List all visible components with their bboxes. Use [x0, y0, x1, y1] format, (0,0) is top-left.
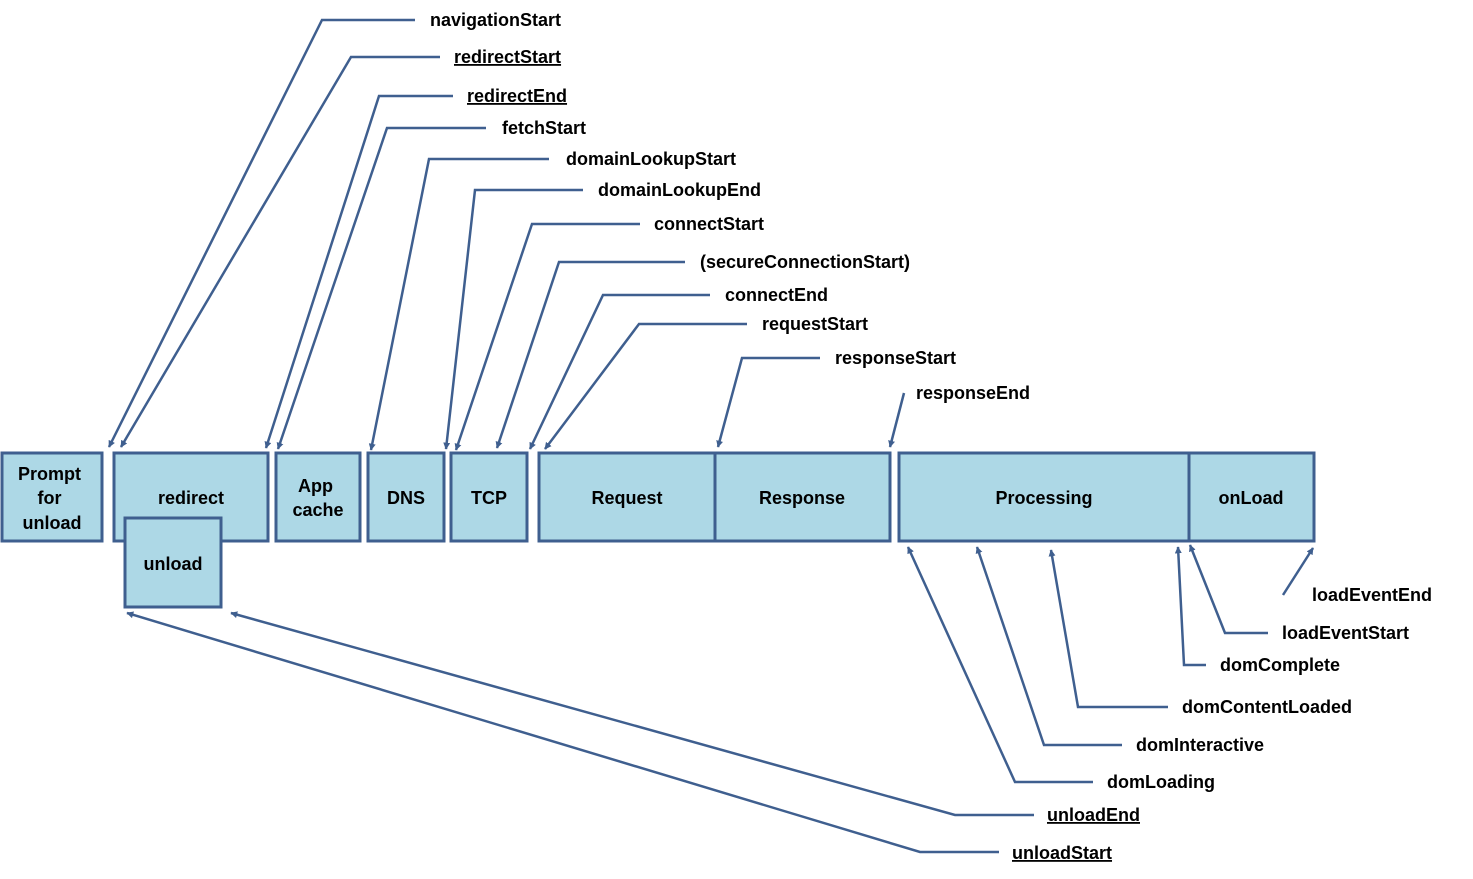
label-unload-start: unloadStart — [1012, 843, 1112, 863]
leader-connect-start — [454, 222, 640, 451]
leader-response-end — [888, 392, 906, 448]
label-unload-end: unloadEnd — [1047, 805, 1140, 825]
phase-unload-label: unload — [144, 554, 203, 574]
leader-load-event-start — [1188, 544, 1268, 635]
label-request-start: requestStart — [762, 314, 868, 334]
phase-unload: unload — [123, 516, 223, 609]
leader-domain-lookup-start — [368, 157, 549, 451]
label-redirect-start: redirectStart — [454, 47, 561, 67]
phase-processing: Processing — [897, 451, 1191, 543]
leader-redirect-start — [119, 55, 440, 448]
phase-onload-label: onLoad — [1219, 488, 1284, 508]
label-connect-end: connectEnd — [725, 285, 828, 305]
phase-dns: DNS — [366, 451, 446, 543]
phase-tcp-label: TCP — [471, 488, 507, 508]
leader-request-start — [544, 322, 747, 450]
label-redirect-end: redirectEnd — [467, 86, 567, 106]
phase-dns-label: DNS — [387, 488, 425, 508]
label-navigation-start: navigationStart — [430, 10, 561, 30]
phase-request: Request — [537, 451, 717, 543]
leader-fetch-start — [276, 126, 486, 450]
leader-secure-connection-start — [495, 260, 685, 449]
phase-request-label: Request — [591, 488, 662, 508]
leader-connect-end — [528, 293, 710, 450]
leader-domain-lookup-end — [443, 188, 583, 450]
label-domain-lookup-end: domainLookupEnd — [598, 180, 761, 200]
label-dom-complete: domComplete — [1220, 655, 1340, 675]
label-dom-loading: domLoading — [1107, 772, 1215, 792]
phase-redirect-label: redirect — [158, 488, 224, 508]
label-connect-start: connectStart — [654, 214, 764, 234]
leader-navigation-start — [107, 18, 415, 448]
phase-prompt-for-unload-label: Prompt for unload — [18, 464, 86, 533]
label-dom-interactive: domInteractive — [1136, 735, 1264, 755]
phase-prompt-for-unload-line-3: unload — [23, 513, 82, 533]
phase-prompt-for-unload-line-2: for — [37, 488, 61, 508]
leader-dom-complete — [1174, 546, 1206, 667]
phase-processing-label: Processing — [995, 488, 1092, 508]
phase-prompt-for-unload: Prompt for unload — [0, 451, 104, 543]
leader-dom-content-loaded — [1048, 549, 1168, 709]
label-response-end: responseEnd — [916, 383, 1030, 403]
label-domain-lookup-start: domainLookupStart — [566, 149, 736, 169]
leader-dom-interactive — [975, 546, 1122, 747]
phase-onload: onLoad — [1187, 451, 1316, 543]
phase-app-cache: App cache — [274, 451, 362, 543]
label-secure-connection-start: (secureConnectionStart) — [700, 252, 910, 272]
leader-unload-start — [126, 611, 999, 854]
leader-redirect-end — [264, 94, 453, 449]
label-load-event-start: loadEventStart — [1282, 623, 1409, 643]
label-fetch-start: fetchStart — [502, 118, 586, 138]
leader-dom-loading — [906, 546, 1093, 784]
phase-app-cache-line-2: cache — [292, 500, 343, 520]
phase-response-label: Response — [759, 488, 845, 508]
phase-app-cache-label: App cache — [292, 476, 343, 520]
phase-app-cache-line-1: App — [298, 476, 333, 496]
phase-tcp: TCP — [449, 451, 529, 543]
leader-unload-end — [230, 611, 1034, 817]
label-load-event-end: loadEventEnd — [1312, 585, 1432, 605]
label-response-start: responseStart — [835, 348, 956, 368]
label-dom-content-loaded: domContentLoaded — [1182, 697, 1352, 717]
leader-load-event-end — [1281, 547, 1315, 596]
phase-response: Response — [713, 451, 892, 543]
phase-prompt-for-unload-line-1: Prompt — [18, 464, 81, 484]
leader-response-start — [716, 356, 820, 448]
